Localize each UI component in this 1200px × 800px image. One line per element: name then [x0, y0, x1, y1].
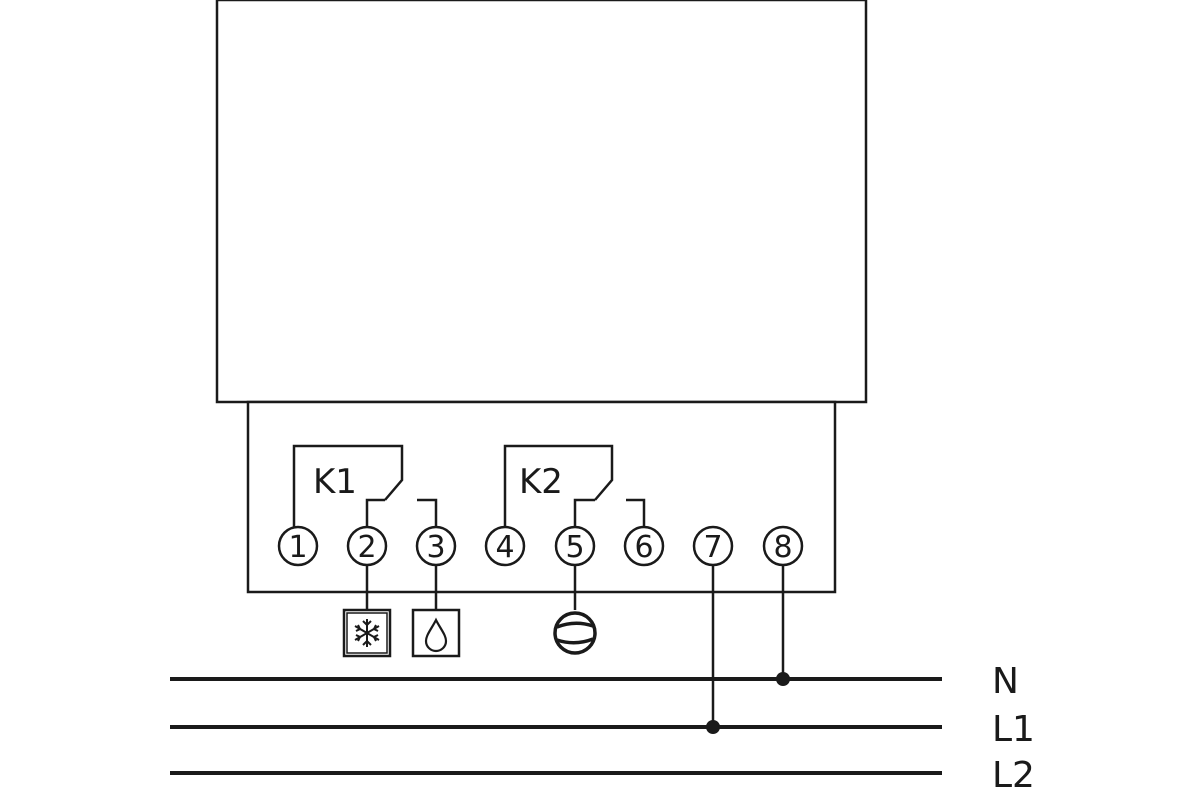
terminal-7-label: 7 — [703, 530, 722, 565]
terminal-7: 7 — [692, 525, 734, 567]
bus-label-n: N — [992, 661, 1019, 702]
terminal-5-label: 5 — [565, 530, 584, 565]
controller-housing — [215, 0, 868, 404]
snowflake-icon — [342, 608, 392, 658]
terminal-block — [246, 400, 837, 594]
junction-dot — [706, 720, 720, 734]
terminal-4: 4 — [484, 525, 526, 567]
terminal-3: 3 — [415, 525, 457, 567]
terminal-4-label: 4 — [495, 530, 514, 565]
terminal-3-label: 3 — [426, 530, 445, 565]
terminal-2-label: 2 — [357, 530, 376, 565]
terminal-1: 1 — [277, 525, 319, 567]
relay-k2-label: K2 — [519, 462, 563, 502]
terminal-1-label: 1 — [288, 530, 307, 565]
fan-icon — [553, 611, 597, 655]
relay-k1: K1 — [292, 444, 438, 528]
terminal-6: 6 — [623, 525, 665, 567]
terminal-8-label: 8 — [773, 530, 792, 565]
bus-label-l1: L1 — [992, 709, 1035, 750]
bus-label-l2: L2 — [992, 755, 1035, 796]
terminal-8: 8 — [762, 525, 804, 567]
terminal-2: 2 — [346, 525, 388, 567]
terminal-5: 5 — [554, 525, 596, 567]
relay-k2: K2 — [503, 444, 646, 528]
relay-k1-label: K1 — [313, 462, 357, 502]
junction-dot — [776, 672, 790, 686]
terminal-6-label: 6 — [634, 530, 653, 565]
water-drop-icon — [411, 608, 461, 658]
